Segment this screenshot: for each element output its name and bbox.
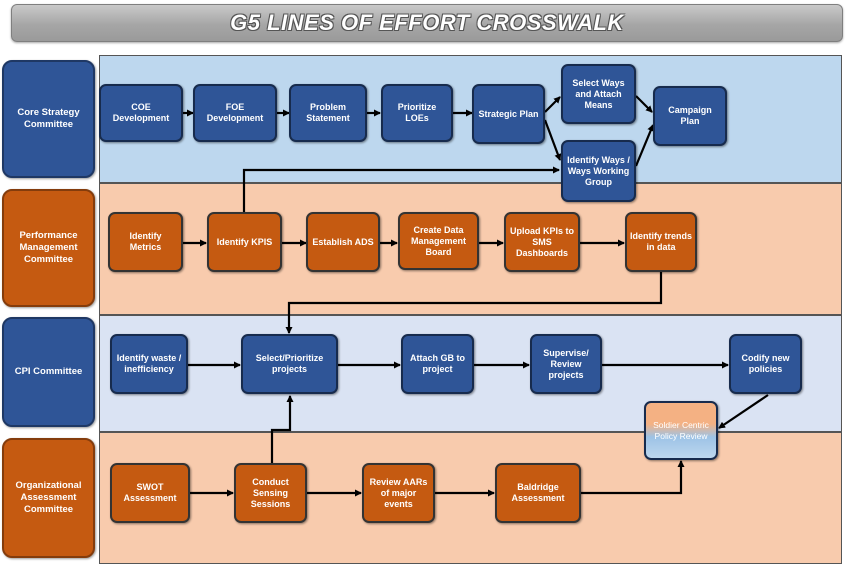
node-swot-assessment: SWOT Assessment bbox=[110, 463, 190, 523]
arrow-codify-soldier bbox=[718, 394, 769, 429]
arrow-select-campaign bbox=[635, 95, 653, 113]
title-bar: G5 LINES OF EFFORT CROSSWALK bbox=[11, 4, 843, 42]
arrow-sensing-select bbox=[270, 395, 294, 463]
arrow-strategic-select bbox=[544, 96, 561, 113]
node-strategic-plan: Strategic Plan bbox=[472, 84, 545, 144]
arrow-strategic-identify-ways bbox=[543, 119, 562, 161]
committee-cpi: CPI Committee bbox=[2, 317, 95, 427]
arrow-baldridge-soldier bbox=[581, 460, 685, 495]
node-foe-development: FOE Development bbox=[193, 84, 277, 142]
node-conduct-sensing: Conduct Sensing Sessions bbox=[234, 463, 307, 523]
node-identify-ways: Identify Ways / Ways Working Group bbox=[561, 140, 636, 202]
node-establish-ads: Establish ADS bbox=[306, 212, 380, 272]
node-supervise-review: Supervise/ Review projects bbox=[530, 334, 602, 394]
node-review-aars: Review AARs of major events bbox=[362, 463, 435, 523]
node-codify-policies: Codify new policies bbox=[729, 334, 802, 394]
node-identify-waste: Identify waste / inefficiency bbox=[110, 334, 188, 394]
arrow-kpis-identify-ways bbox=[242, 166, 560, 212]
node-identify-trends: Identify trends in data bbox=[625, 212, 697, 272]
node-prioritize-loes: Prioritize LOEs bbox=[381, 84, 453, 142]
committee-performance-management: Performance Management Committee bbox=[2, 189, 95, 307]
node-campaign-plan: Campaign Plan bbox=[653, 86, 727, 146]
node-problem-statement: Problem Statement bbox=[289, 84, 367, 142]
committee-organizational-assessment: Organizational Assessment Committee bbox=[2, 438, 95, 558]
node-create-data-board: Create Data Management Board bbox=[398, 212, 479, 270]
node-select-prioritize-projects: Select/Prioritize projects bbox=[241, 334, 338, 394]
arrow-trends-select bbox=[285, 272, 663, 334]
page-title: G5 LINES OF EFFORT CROSSWALK bbox=[230, 10, 624, 35]
node-identify-metrics: Identify Metrics bbox=[108, 212, 183, 272]
node-identify-kpis: Identify KPIS bbox=[207, 212, 282, 272]
lane-organizational-assessment bbox=[99, 432, 842, 564]
node-attach-gb: Attach GB to project bbox=[401, 334, 474, 394]
node-baldridge-assessment: Baldridge Assessment bbox=[495, 463, 581, 523]
node-soldier-centric-review: Soldier Centric Policy Review bbox=[644, 401, 718, 460]
node-upload-kpis: Upload KPIs to SMS Dashboards bbox=[504, 212, 580, 272]
arrow-identify-ways-campaign bbox=[634, 124, 655, 167]
committee-core-strategy: Core Strategy Committee bbox=[2, 60, 95, 178]
node-select-ways: Select Ways and Attach Means bbox=[561, 64, 636, 124]
node-coe-development: COE Development bbox=[99, 84, 183, 142]
